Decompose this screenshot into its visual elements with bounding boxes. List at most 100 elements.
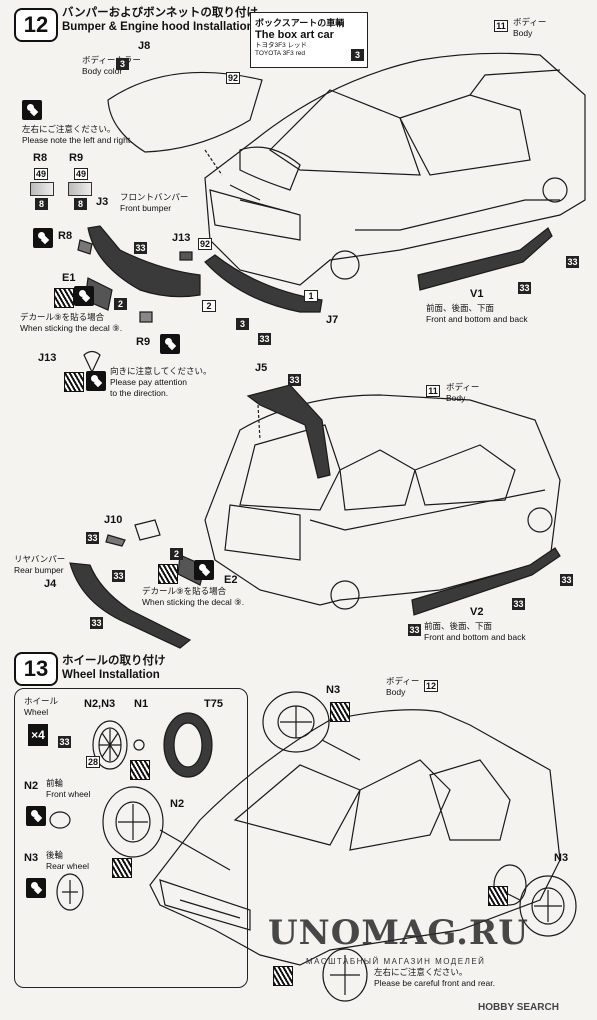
j13-note-text: 向きに注意してください。 Please pay attention to the… — [110, 366, 212, 399]
j13-label: J13 — [172, 232, 191, 244]
v1-note: 前面、後面、下面 Front and bottom and back — [426, 303, 528, 325]
n3-rear-icon — [26, 878, 46, 898]
front-bumper-code: 33 — [134, 242, 147, 254]
step-12-title-en: Bumper & Engine hood Installation — [62, 21, 254, 33]
hobbysearch-logo: HOBBY SEARCH — [478, 1002, 559, 1013]
j10-part: J10 — [104, 514, 123, 526]
r8-small-label: R8 — [58, 230, 73, 242]
box-art-callout: ボックスアートの車輌 The box art car トヨタ3F3 レッド TO… — [250, 12, 368, 68]
r8-label: R8 — [33, 152, 48, 164]
j7-code: 3 — [236, 318, 249, 330]
r8-num: 49 — [34, 168, 49, 180]
mark-2: 2 — [202, 300, 216, 312]
v2-code2: 33 — [512, 598, 525, 610]
v1-part: V1 — [470, 288, 484, 300]
hood-color-note: ボディーカラー Body color — [82, 55, 141, 77]
caution-icon — [22, 100, 42, 120]
front-bumper-part: J3 — [96, 196, 109, 208]
e1-part: E1 — [62, 272, 76, 284]
hood-decal-num: 92 — [226, 72, 241, 84]
paint-icon-e1 — [74, 286, 94, 306]
hood-part-label: J8 — [138, 40, 151, 52]
j13-decal-num: 92 — [198, 238, 213, 250]
wheel-n1: N1 — [134, 698, 149, 710]
box-art-color-en: TOYOTA 3F3 red — [255, 50, 305, 57]
bottom-wheel-icon — [273, 966, 293, 986]
front-bumper-note: フロントバンパー Front bumper — [120, 192, 188, 214]
decal-note-front-jp: デカール⑨を貼る場合 — [20, 312, 105, 322]
hood-part — [107, 71, 263, 153]
rear-bumper-jp: リヤバンパー — [14, 554, 66, 564]
j13-note-en1: Please pay attention — [110, 377, 188, 387]
n3-top-icon — [330, 702, 350, 722]
rear-bumper-part: J4 — [44, 578, 57, 590]
n3-rear-jp: 後輪 — [46, 850, 64, 860]
wheel-code: 33 — [58, 736, 71, 748]
paint-icon-r8 — [33, 228, 53, 248]
box-art-jp: ボックスアートの車輌 — [255, 18, 345, 28]
wheel-parts-box — [14, 688, 248, 988]
wheel-t75: T75 — [204, 698, 223, 710]
n2-front-en: Front wheel — [46, 789, 91, 799]
j5-code: 33 — [288, 374, 301, 386]
rear-bumper-en: Rear bumper — [14, 565, 64, 575]
rear-bumper-code2: 33 — [90, 617, 103, 629]
step-12-title: バンパーおよびボンネットの取り付け Bumper & Engine hood I… — [62, 6, 258, 34]
car-body-front-view — [204, 52, 586, 286]
front-bumper-jp: フロントバンパー — [120, 192, 189, 202]
box-art-code: 3 — [351, 49, 364, 61]
wheel-en: Wheel — [24, 707, 49, 717]
wheel-code2: 28 — [86, 756, 101, 768]
watermark-sub: МАСШТАБНЫЙ МАГАЗИН МОДЕЛЕЙ — [306, 957, 486, 966]
n3-rear-en: Rear wheel — [46, 861, 89, 871]
wheel-decal-icon — [130, 760, 150, 780]
hood-color-code: 3 — [116, 58, 129, 70]
watermark: UNOMAG.RU — [268, 913, 529, 953]
j7-part: J7 — [326, 314, 339, 326]
body-ref-top-num: 11 — [494, 20, 508, 32]
v1-code: 33 — [518, 282, 531, 294]
body-ref-bottom-jp: ボディー — [386, 676, 420, 686]
body-ref-mid-en: Body — [446, 393, 466, 403]
decal-note-rear: デカール⑨を貼る場合 When sticking the decal ⑨. — [142, 586, 244, 608]
lr-note-en: Please note the left and right. — [22, 135, 133, 145]
wheel-label: ホイール Wheel — [24, 696, 58, 718]
direction-icon-a — [64, 372, 84, 392]
box-art-color-jp: トヨタ3F3 レッド — [255, 42, 308, 49]
decal-icon-front — [54, 288, 74, 308]
wheel-n23: N2,N3 — [84, 698, 116, 710]
step-13-title-jp: ホイールの取り付け — [62, 655, 166, 667]
r8-swatch — [30, 182, 54, 196]
j7-code2: 33 — [258, 333, 271, 345]
j5-part: J5 — [255, 362, 268, 374]
v2-note-en: Front and bottom and back — [424, 632, 526, 642]
n2-front-jp: 前輪 — [46, 778, 64, 788]
step-13-number: 13 — [14, 652, 58, 686]
j13-note-jp: 向きに注意してください。 — [110, 366, 212, 376]
v1-note-en: Front and bottom and back — [426, 314, 528, 324]
v2-code: 33 — [560, 574, 573, 586]
step-13-title-en: Wheel Installation — [62, 669, 160, 681]
e1-code: 2 — [114, 298, 127, 310]
j13-note-part: J13 — [38, 352, 57, 364]
hood-color-jp: ボディーカラー — [82, 55, 141, 65]
lr-note-bottom-en: Please be careful front and rear. — [374, 978, 495, 988]
body-ref-mid-label: ボディー Body — [446, 382, 479, 404]
decal-note-front: デカール⑨を貼る場合 When sticking the decal ⑨. — [20, 312, 122, 334]
n2-mid-icon — [112, 858, 132, 878]
n2-mid-label: N2 — [170, 798, 185, 810]
n3-right-label: N3 — [554, 852, 569, 864]
box-art-en: The box art car — [255, 29, 334, 41]
rear-bumper-code: 33 — [112, 570, 125, 582]
body-ref-bottom-en: Body — [386, 687, 406, 697]
front-bumper-en: Front bumper — [120, 203, 172, 213]
n3-top-label: N3 — [326, 684, 341, 696]
lr-note: 左右にご注意ください。 Please note the left and rig… — [22, 124, 133, 146]
lr-note-bottom-jp: 左右にご注意ください。 — [374, 967, 468, 977]
r9-swatch — [68, 182, 92, 196]
decal-icon-rear — [158, 564, 178, 584]
step-12-title-jp: バンパーおよびボンネットの取り付け — [62, 7, 258, 19]
decal-note-rear-en: When sticking the decal ⑨. — [142, 597, 245, 607]
lr-note-bottom: 左右にご注意ください。 Please be careful front and … — [374, 967, 495, 989]
